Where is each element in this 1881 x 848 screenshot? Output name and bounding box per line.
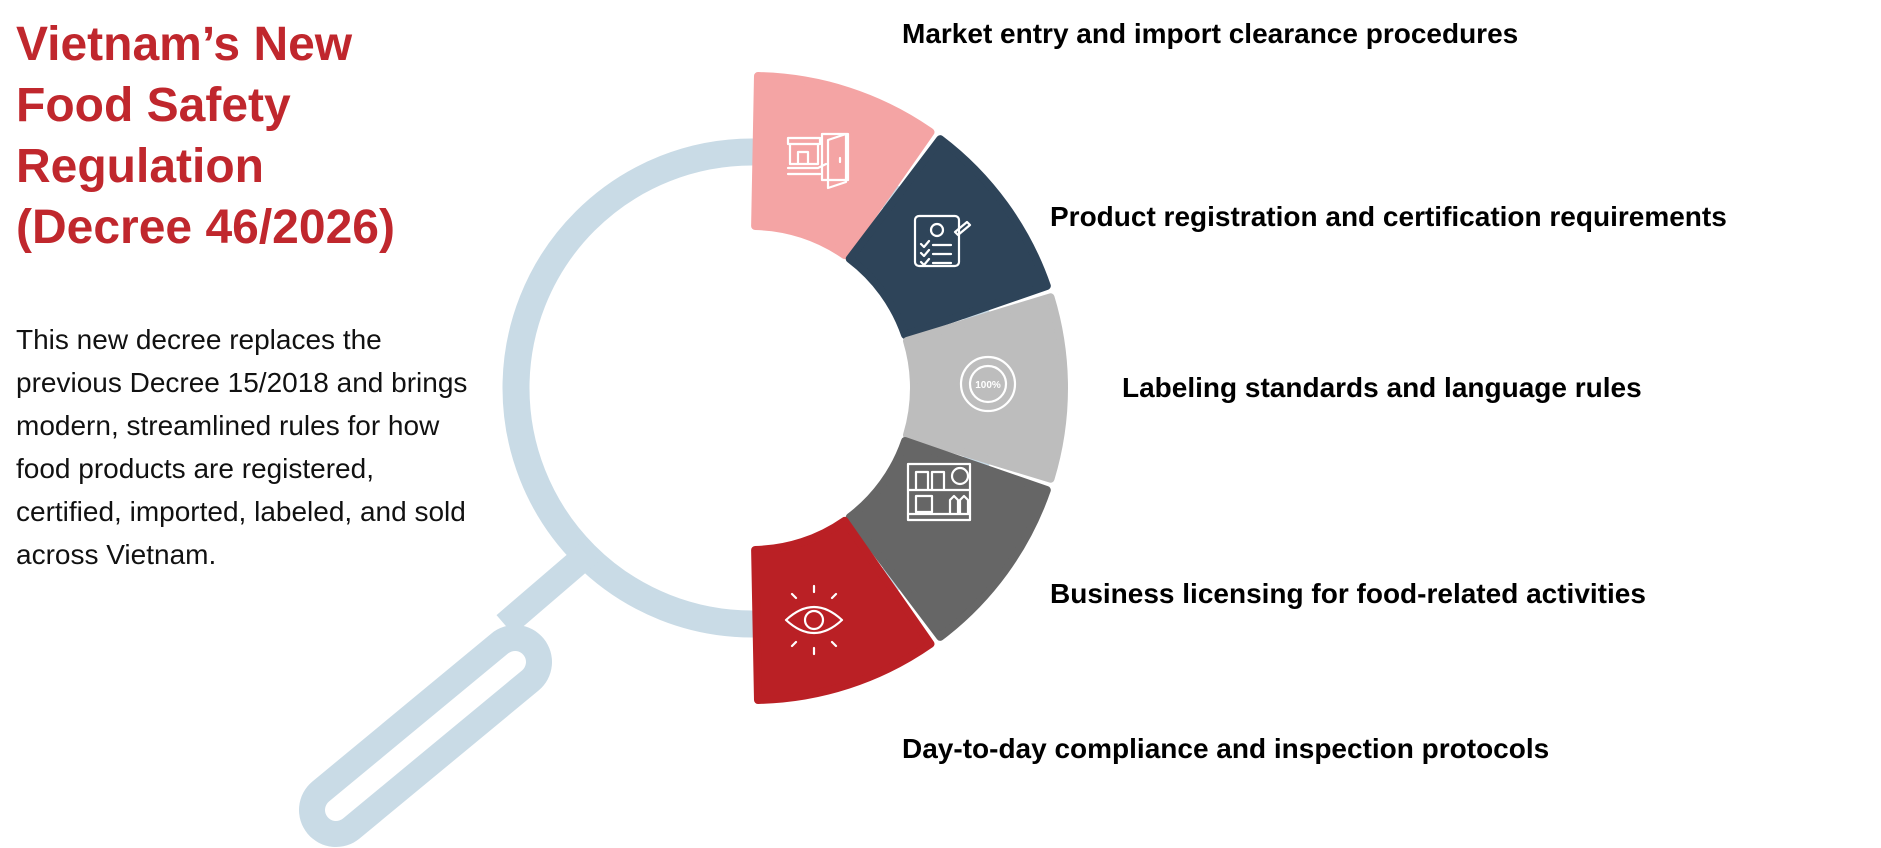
store-door-entry-icon (786, 132, 850, 190)
segment-2 (845, 135, 1051, 339)
title-line: Vietnam’s New (16, 18, 353, 71)
title-line: Food Safety (16, 79, 291, 132)
store-shelf-icon (906, 462, 972, 522)
segment-label-labeling: Labeling standards and language rules (1122, 372, 1642, 403)
segment-3 (903, 293, 1068, 483)
magnifier-stem (496, 542, 599, 635)
segment-label-compliance: Day-to-day compliance and inspection pro… (902, 733, 1550, 764)
clipboard-checklist-icon (913, 214, 972, 268)
segment-5 (751, 516, 935, 704)
segment-4 (845, 437, 1051, 641)
magnifier-handle-inner (325, 651, 526, 821)
guarantee-badge-icon: 100% (959, 355, 1017, 413)
segment-label-business-licensing: Business licensing for food-related acti… (1050, 578, 1646, 609)
segment-label-product-registration: Product registration and certification r… (1050, 201, 1727, 232)
segment-1 (751, 72, 935, 260)
description: This new decree replaces the previous De… (16, 324, 468, 570)
page-title: Vietnam’s New Food Safety Regulation (De… (16, 14, 476, 258)
title-line: (Decree 46/2026) (16, 201, 395, 254)
svg-text:100%: 100% (975, 380, 1001, 391)
eye-inspection-icon (784, 584, 844, 656)
segment-label-market-entry: Market entry and import clearance proced… (902, 18, 1519, 49)
title-line: Regulation (16, 140, 264, 193)
